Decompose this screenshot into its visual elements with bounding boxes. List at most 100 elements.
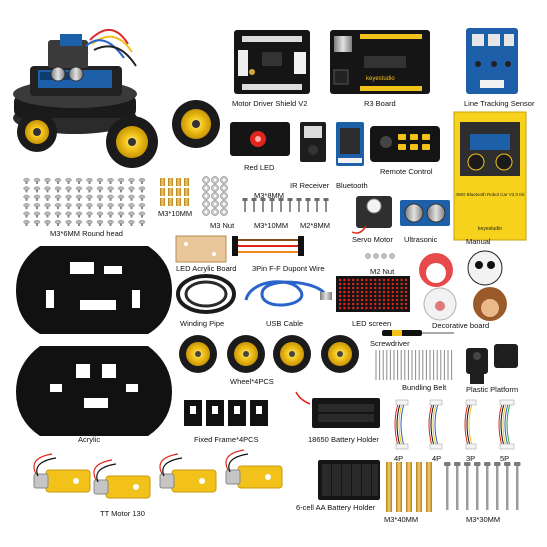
- small-screw: [244, 200, 246, 212]
- acrylic-chassis-top: [16, 246, 172, 334]
- label-plastic-platform: Plastic Platform: [466, 385, 519, 394]
- tt-motor: [33, 453, 91, 493]
- led-matrix-screen: [336, 276, 410, 312]
- nut: [202, 176, 210, 184]
- screw: [86, 211, 93, 218]
- led-dot: [404, 302, 408, 306]
- led-dot: [387, 302, 390, 306]
- screw: [117, 219, 125, 226]
- winding-pipe: [176, 274, 236, 314]
- label-acrylic: Acrylic: [78, 435, 101, 444]
- nut: [220, 208, 228, 216]
- screw: [33, 219, 41, 226]
- long-screw-head: [444, 462, 451, 466]
- standoff: [184, 178, 189, 186]
- screw: [33, 211, 41, 218]
- led-dot: [347, 278, 350, 282]
- label-m3x6-round-head: M3*6MM Round head: [50, 229, 123, 238]
- led-dot: [352, 290, 355, 294]
- led-dot: [356, 294, 359, 298]
- screw: [54, 194, 62, 201]
- led-dot: [404, 294, 408, 298]
- led-dot: [369, 294, 372, 298]
- small-screw: [307, 200, 309, 212]
- led-dot: [378, 306, 381, 310]
- small-screw-head: [278, 198, 284, 201]
- screw: [33, 177, 41, 184]
- screw: [54, 186, 62, 193]
- led-dot: [400, 290, 403, 294]
- battery-holder-18650: [295, 391, 380, 428]
- fixed-frame: [206, 400, 224, 426]
- led-dot: [360, 294, 364, 298]
- led-dot: [338, 286, 342, 290]
- led-dot: [343, 282, 346, 286]
- led-dot: [352, 278, 355, 282]
- led-dot: [400, 298, 403, 302]
- m3-nuts: [202, 176, 228, 216]
- long-screw: [486, 466, 489, 510]
- led-dot: [365, 298, 368, 302]
- screw: [44, 211, 51, 218]
- screw: [65, 177, 72, 184]
- led-dot: [396, 298, 399, 302]
- label-screwdriver: Screwdriver: [370, 339, 410, 348]
- led-dot: [343, 278, 346, 282]
- led-dot: [382, 290, 386, 294]
- led-dot: [347, 294, 350, 298]
- led-dot: [343, 302, 346, 306]
- led-dot: [378, 286, 381, 290]
- long-standoff: [396, 462, 402, 512]
- led-dot: [404, 290, 408, 294]
- led-dot: [347, 298, 350, 302]
- nut: [220, 184, 228, 192]
- connector-cable: [394, 399, 409, 450]
- ultrasonic-sensor: [400, 200, 450, 226]
- led-dot: [382, 302, 386, 306]
- screw: [86, 177, 93, 184]
- label-5p: 5P: [500, 454, 510, 463]
- led-dot: [391, 286, 394, 290]
- label-3p: 3P: [466, 454, 476, 463]
- label-m3-nut: M3 Nut: [210, 221, 235, 230]
- screw: [54, 177, 62, 184]
- led-dot: [391, 302, 394, 306]
- screw: [96, 194, 104, 201]
- dupont-wires: [232, 236, 304, 256]
- led-dot: [378, 302, 381, 306]
- standoff: [168, 198, 173, 206]
- led-dot: [400, 278, 403, 282]
- nut: [211, 176, 219, 184]
- led-dot: [400, 294, 403, 298]
- r3-brand-print: keyestudio: [366, 76, 395, 82]
- led-dot: [374, 290, 377, 294]
- led-dot: [365, 282, 368, 286]
- led-dot: [365, 306, 368, 310]
- label-m2-nut: M2 Nut: [370, 267, 395, 276]
- user-manual-booklet: 4WD Bluetooth Robot Car V2.0 Kit keyestu…: [453, 111, 527, 241]
- led-dot: [352, 294, 355, 298]
- screw: [138, 194, 146, 201]
- led-dot: [365, 290, 368, 294]
- led-acrylic-board: [175, 235, 227, 263]
- label-ir-receiver: IR Receiver: [290, 181, 330, 190]
- led-dot: [352, 302, 355, 306]
- led-dot: [396, 306, 399, 310]
- screw: [23, 194, 30, 201]
- screw: [75, 211, 83, 218]
- standoff: [184, 188, 189, 196]
- screw: [23, 211, 30, 218]
- led-dot: [360, 286, 364, 290]
- led-dot: [338, 306, 342, 310]
- label-18650-battery-holder: 18650 Battery Holder: [308, 435, 379, 444]
- nut: [211, 192, 219, 200]
- led-dot: [369, 306, 372, 310]
- screw: [23, 177, 30, 184]
- label-m3x40: M3*40MM: [384, 515, 419, 524]
- bluetooth-module: [336, 122, 364, 166]
- standoff: [168, 178, 173, 186]
- led-dot: [369, 298, 372, 302]
- label-manual: Manual: [466, 237, 491, 246]
- led-dot: [382, 282, 386, 286]
- led-dot: [396, 302, 399, 306]
